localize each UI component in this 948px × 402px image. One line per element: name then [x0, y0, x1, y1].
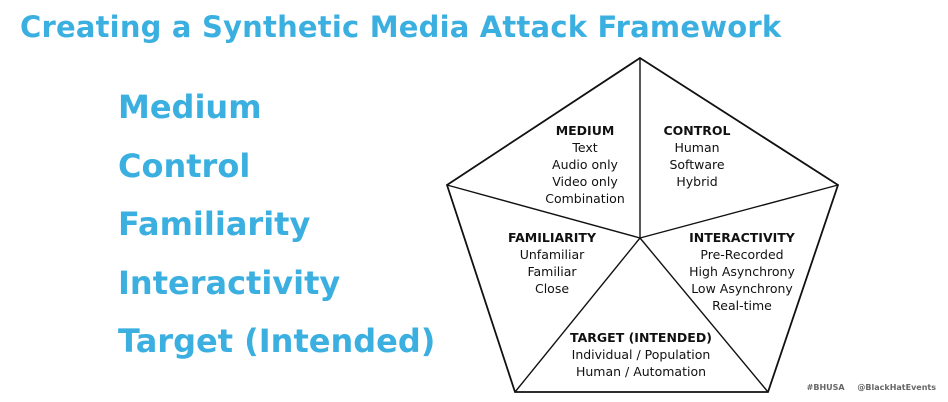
segment-item: Video only — [552, 174, 618, 189]
dimension-item: Familiarity — [118, 205, 311, 243]
segment-interactivity: INTERACTIVITY Pre-Recorded High Asynchro… — [689, 230, 796, 313]
segment-heading: INTERACTIVITY — [689, 230, 796, 245]
divider-line — [639, 237, 769, 393]
segment-item: Combination — [545, 191, 625, 206]
segment-item: High Asynchrony — [689, 264, 795, 279]
segment-heading: MEDIUM — [556, 123, 615, 138]
segment-item: Audio only — [552, 157, 619, 172]
segment-item: Human / Automation — [576, 364, 706, 379]
segment-item: Close — [535, 281, 569, 296]
dimension-item: Target (Intended) — [118, 322, 436, 360]
segment-target: TARGET (INTENDED) Individual / Populatio… — [570, 330, 712, 379]
segment-heading: TARGET (INTENDED) — [570, 330, 712, 345]
dimension-item: Medium — [118, 88, 262, 126]
segment-heading: FAMILIARITY — [508, 230, 597, 245]
segment-item: Text — [571, 140, 597, 155]
segment-heading: CONTROL — [663, 123, 730, 138]
segment-familiarity: FAMILIARITY Unfamiliar Familiar Close — [508, 230, 597, 296]
pentagon-outline — [445, 56, 840, 393]
segment-item: Pre-Recorded — [700, 247, 783, 262]
segment-item: Individual / Population — [572, 347, 711, 362]
segment-control: CONTROL Human Software Hybrid — [663, 123, 730, 189]
segment-item: Human — [674, 140, 719, 155]
divider-line — [639, 184, 839, 239]
segment-item: Hybrid — [676, 174, 717, 189]
segment-item: Familiar — [527, 264, 577, 279]
segment-item: Unfamiliar — [520, 247, 585, 262]
divider-line — [446, 184, 641, 239]
segment-item: Real-time — [712, 298, 772, 313]
event-footer: #BHUSA @BlackHatEvents — [797, 383, 936, 392]
dimension-item: Control — [118, 146, 251, 185]
segment-item: Software — [669, 157, 724, 172]
hashtag-label: #BHUSA — [806, 383, 845, 392]
dimension-item: Interactivity — [118, 263, 341, 302]
slide-title: Creating a Synthetic Media Attack Framew… — [20, 10, 782, 44]
segment-medium: MEDIUM Text Audio only Video only Combin… — [545, 123, 625, 206]
segment-item: Low Asynchrony — [691, 281, 793, 296]
handle-label: @BlackHatEvents — [857, 383, 936, 392]
dimension-list: Medium Control Familiarity Interactivity… — [118, 88, 435, 381]
divider-line — [514, 237, 641, 393]
